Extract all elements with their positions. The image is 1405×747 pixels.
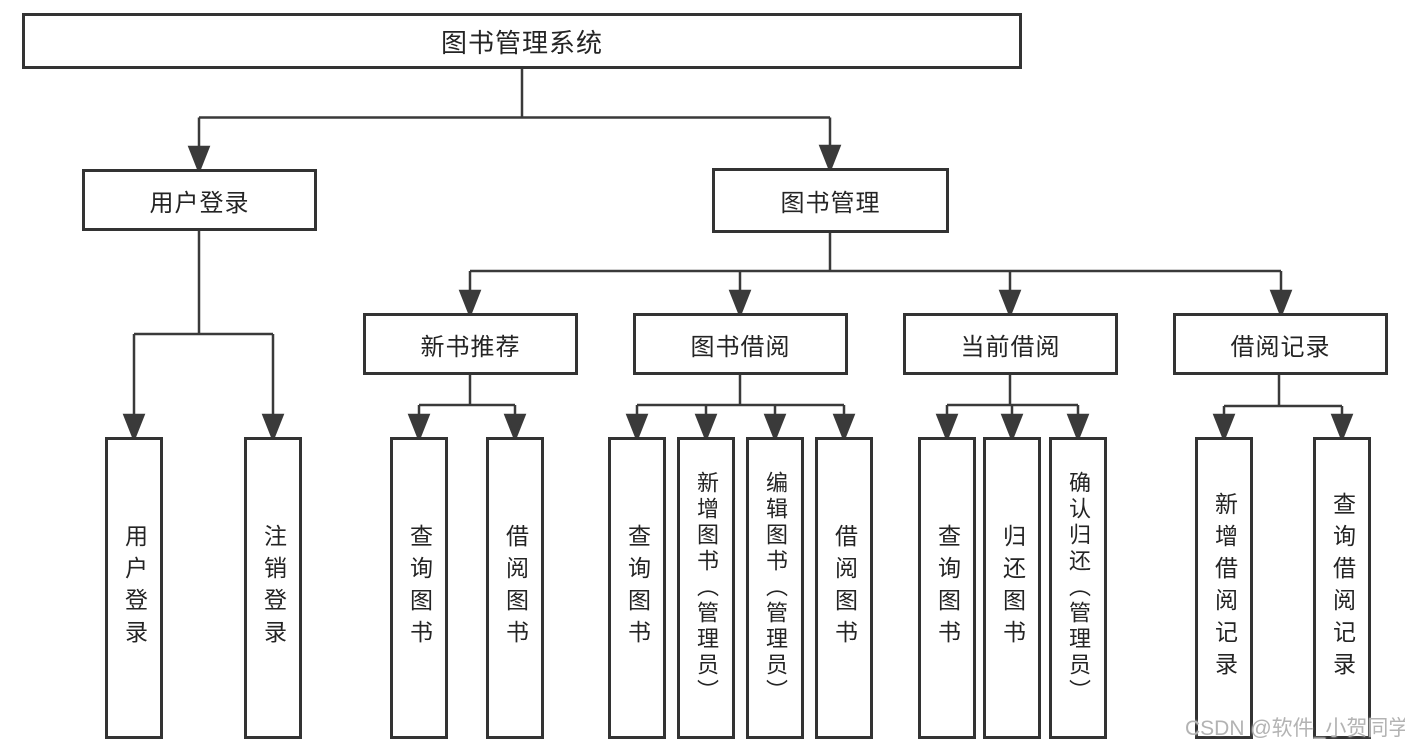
node-label: 图书管理 [780, 190, 881, 217]
leaf-current-query-books: 查询图书 [918, 437, 976, 739]
leaf-records-add-record: 新增借阅记录 [1195, 437, 1253, 739]
node-user-login: 用户登录 [82, 169, 317, 231]
node-label: 新增借阅记录 [1211, 492, 1238, 684]
node-label: 查询图书 [406, 524, 433, 652]
node-book-borrowing: 图书借阅 [633, 313, 848, 375]
node-label: 编辑图书（管理员） [763, 471, 788, 705]
leaf-user-login: 用户登录 [105, 437, 163, 739]
node-label: 借阅记录 [1230, 333, 1331, 361]
node-label: 查询借阅记录 [1329, 492, 1356, 684]
node-label: 借阅图书 [502, 524, 529, 652]
node-label: 图书借阅 [690, 333, 791, 361]
leaf-borrow-borrow-books: 借阅图书 [815, 437, 873, 739]
leaf-borrow-query-books: 查询图书 [608, 437, 666, 739]
csdn-watermark: CSDN @软件_小贺同学 [1185, 717, 1405, 740]
leaf-records-query-record: 查询借阅记录 [1313, 437, 1371, 739]
node-label: 确认归还（管理员） [1066, 471, 1091, 705]
node-label: 借阅图书 [831, 524, 858, 652]
node-new-book-recommendation: 新书推荐 [363, 313, 578, 375]
node-root-library-system: 图书管理系统 [22, 13, 1022, 69]
leaf-current-return-books: 归还图书 [983, 437, 1041, 739]
node-label: 注销登录 [260, 524, 287, 652]
node-label: 查询图书 [624, 524, 651, 652]
node-label: 归还图书 [999, 524, 1026, 652]
leaf-recommend-borrow-books: 借阅图书 [486, 437, 544, 739]
node-label: 查询图书 [934, 524, 961, 652]
leaf-recommend-query-books: 查询图书 [390, 437, 448, 739]
node-label: 新增图书（管理员） [694, 471, 719, 705]
leaf-borrow-add-books-admin: 新增图书（管理员） [677, 437, 735, 739]
node-borrowing-records: 借阅记录 [1173, 313, 1388, 375]
node-label: 新书推荐 [420, 333, 521, 361]
node-label: 用户登录 [121, 524, 148, 652]
node-label: 图书管理系统 [440, 27, 603, 58]
leaf-current-confirm-return-admin: 确认归还（管理员） [1049, 437, 1107, 739]
node-label: 当前借阅 [960, 333, 1061, 361]
node-current-borrowing: 当前借阅 [903, 313, 1118, 375]
node-label: 用户登录 [149, 189, 250, 217]
leaf-logout: 注销登录 [244, 437, 302, 739]
leaf-borrow-edit-books-admin: 编辑图书（管理员） [746, 437, 804, 739]
node-book-management: 图书管理 [712, 168, 949, 233]
